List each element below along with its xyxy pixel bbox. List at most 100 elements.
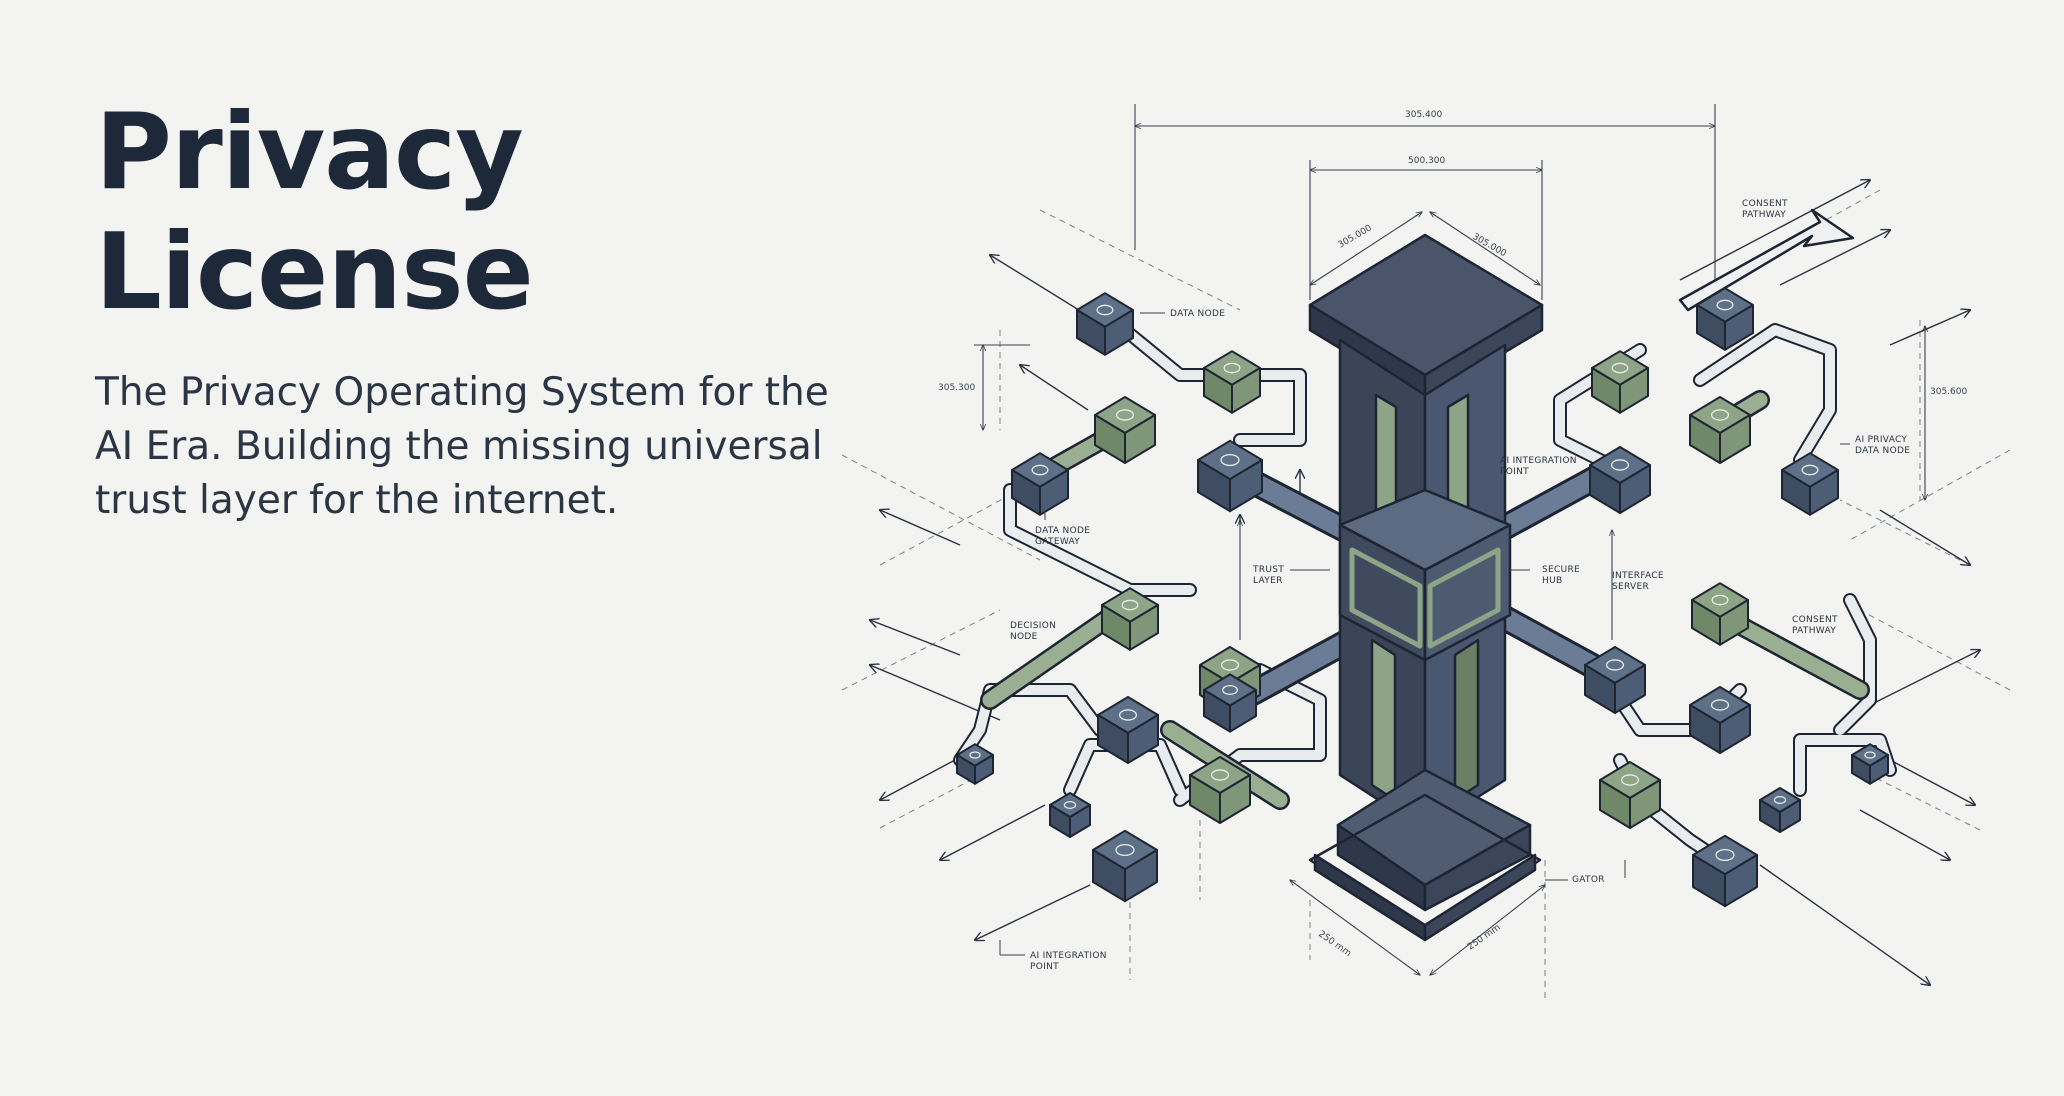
icon-glyph bbox=[1220, 453, 1240, 467]
icon-glyph bbox=[1801, 464, 1819, 476]
cube-node bbox=[1203, 673, 1257, 733]
cube-node bbox=[1197, 439, 1263, 513]
fingerprint-icon bbox=[1220, 453, 1240, 467]
cube-node bbox=[1203, 350, 1261, 414]
cube-face bbox=[1719, 704, 1751, 754]
icon-glyph bbox=[969, 751, 981, 759]
leader-lines bbox=[999, 312, 1850, 956]
cube-node bbox=[1189, 756, 1251, 824]
dim-base-left-line bbox=[1290, 880, 1420, 975]
cube-face bbox=[1124, 414, 1156, 464]
cube-face bbox=[1614, 664, 1646, 714]
cube-face bbox=[1719, 599, 1749, 646]
icon-glyph bbox=[1063, 800, 1077, 810]
gear-icon bbox=[1611, 362, 1629, 374]
label-interface: INTERFACE bbox=[1612, 571, 1664, 581]
shuffle-icon bbox=[1210, 769, 1230, 781]
cube-face bbox=[1069, 804, 1091, 838]
cube-node bbox=[1692, 834, 1758, 908]
dim-base-left: 250 mm bbox=[1316, 929, 1353, 959]
cube-node bbox=[1689, 686, 1751, 754]
cube-face bbox=[1619, 464, 1651, 514]
label-decision-node: DECISION bbox=[1010, 621, 1056, 631]
cube-node bbox=[1691, 582, 1749, 646]
cube-node bbox=[1781, 452, 1839, 516]
cube-node bbox=[1696, 287, 1754, 351]
cube-face bbox=[1619, 367, 1649, 414]
icon-glyph bbox=[1620, 774, 1640, 786]
icon-glyph bbox=[1710, 409, 1730, 421]
architecture-diagram: DATA NODE AI INTEGRATION POINT AI PRIVAC… bbox=[841, 104, 2011, 1000]
tag-icon bbox=[1710, 699, 1730, 711]
dim-base-right: 250 mm bbox=[1466, 923, 1503, 953]
node-icon bbox=[1773, 795, 1787, 805]
dim-base-right-line bbox=[1430, 885, 1545, 975]
database-icon bbox=[1620, 774, 1640, 786]
icon-glyph bbox=[1115, 843, 1135, 857]
icon-glyph bbox=[1096, 304, 1114, 316]
database-icon bbox=[1031, 464, 1049, 476]
cube-node bbox=[1759, 787, 1801, 833]
icon-glyph bbox=[1121, 599, 1139, 611]
node-icon bbox=[1063, 800, 1077, 810]
icon-glyph bbox=[1716, 299, 1734, 311]
cube-nodes bbox=[956, 287, 1889, 908]
dim-top-inner: 500.300 bbox=[1408, 156, 1445, 166]
dimension-lines bbox=[974, 104, 1925, 975]
cube-node bbox=[1689, 396, 1751, 464]
shield-icon bbox=[1716, 299, 1734, 311]
cube-node bbox=[1589, 446, 1651, 514]
cube-face bbox=[1779, 799, 1801, 833]
label-ai-integration-top: AI INTEGRATION bbox=[1500, 456, 1577, 466]
label-trust-layer: TRUST bbox=[1252, 565, 1284, 575]
cube-face bbox=[1229, 459, 1263, 513]
page-subtitle: The Privacy Operating System for the AI … bbox=[95, 370, 829, 523]
icon-glyph bbox=[1220, 659, 1240, 671]
dim-cap-right: 305.000 bbox=[1471, 232, 1508, 259]
pipe-icon bbox=[1115, 843, 1135, 857]
cube-face bbox=[1104, 309, 1134, 356]
dim-right-vertical: 305.600 bbox=[1930, 387, 1967, 397]
icon-glyph bbox=[1711, 594, 1729, 606]
cube-face bbox=[974, 754, 994, 785]
cube-face bbox=[1039, 469, 1069, 516]
label-ai-integration-bottom-2: POINT bbox=[1030, 962, 1059, 972]
cube-node bbox=[1097, 696, 1159, 764]
cube-face bbox=[1229, 689, 1257, 733]
padlock-icon bbox=[1096, 304, 1114, 316]
icon-glyph bbox=[1864, 751, 1876, 759]
label-secure-hub-2: HUB bbox=[1542, 576, 1562, 586]
shield-icon bbox=[1118, 709, 1138, 721]
cube-node bbox=[1584, 646, 1646, 714]
label-data-node-gateway-2: GATEWAY bbox=[1035, 537, 1080, 547]
icon-glyph bbox=[1710, 699, 1730, 711]
cube-face bbox=[1629, 779, 1661, 829]
icon-glyph bbox=[1715, 848, 1735, 862]
cube-face bbox=[1719, 414, 1751, 464]
cube-node bbox=[1049, 792, 1091, 838]
cube-face bbox=[1724, 854, 1758, 908]
lock-icon bbox=[1605, 659, 1625, 671]
cube-face bbox=[1219, 774, 1251, 824]
label-ai-integration-bottom: AI INTEGRATION bbox=[1030, 951, 1107, 961]
icon-glyph bbox=[1222, 684, 1238, 696]
icon-glyph bbox=[1223, 362, 1241, 374]
icon-glyph bbox=[1118, 709, 1138, 721]
dim-left-vertical: 305.300 bbox=[938, 383, 975, 393]
key-icon bbox=[1121, 599, 1139, 611]
document-icon bbox=[1222, 684, 1238, 696]
label-gateway: GATOR bbox=[1572, 875, 1605, 885]
cube-node bbox=[1101, 587, 1159, 651]
cube-face bbox=[1869, 754, 1889, 785]
label-data-node: DATA NODE bbox=[1170, 309, 1225, 319]
label-ai-privacy: AI PRIVACY bbox=[1855, 435, 1907, 445]
icon-glyph bbox=[1605, 659, 1625, 671]
label-trust-layer-2: LAYER bbox=[1253, 576, 1283, 586]
label-consent-top-2: PATHWAY bbox=[1742, 210, 1786, 220]
dim-cap-left-line bbox=[1310, 212, 1422, 285]
label-secure-hub: SECURE bbox=[1542, 565, 1580, 575]
label-decision-node-2: NODE bbox=[1010, 632, 1038, 642]
flow-arrows bbox=[870, 180, 1980, 985]
cube-face bbox=[1724, 304, 1754, 351]
upload-arrow bbox=[1678, 208, 1855, 312]
